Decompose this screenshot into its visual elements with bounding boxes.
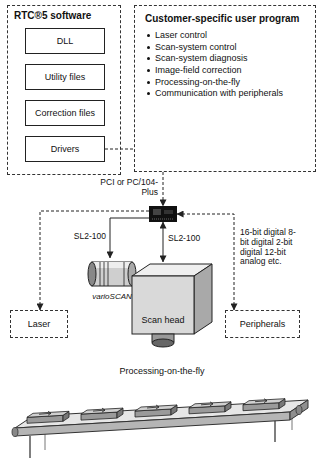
- node-text: DLL: [57, 36, 74, 47]
- caption-label: Processing-on-the-fly: [96, 366, 228, 376]
- node-text: Customer-specific user program: [145, 13, 307, 25]
- scan-head: Scan head: [128, 262, 216, 350]
- node-text: Scan head: [140, 315, 185, 326]
- software-box: Correction files: [25, 100, 105, 126]
- node-text: varioSCAN: [92, 292, 132, 302]
- software-box: Drivers: [25, 136, 105, 162]
- connector: [105, 149, 134, 150]
- motion-arrow: [93, 408, 105, 412]
- connector-label: 16-bit digital 8-bit digital 2-bit digit…: [240, 228, 300, 267]
- motion-arrow: [39, 411, 51, 415]
- node-text: Drivers: [51, 144, 80, 155]
- connector: [163, 172, 164, 206]
- software-box: DLL: [25, 28, 105, 54]
- workpiece: [135, 405, 177, 411]
- connector: [163, 222, 164, 262]
- bullet-item: Scan-system diagnosis: [145, 53, 307, 65]
- node-text: Laser: [28, 319, 51, 330]
- workpiece: [81, 408, 123, 414]
- connector-label: PCI or PC/104-Plus: [92, 178, 158, 198]
- node-text: Peripherals: [240, 319, 286, 330]
- connector-label: SL2-100: [70, 232, 106, 242]
- node-text: Utility files: [45, 72, 86, 83]
- user-program-box: Customer-specific user programLaser cont…: [134, 5, 316, 172]
- bullet-item: Processing-on-the-fly: [145, 77, 307, 89]
- control-card: [149, 206, 177, 222]
- node-text: Correction files: [35, 108, 95, 119]
- workpiece: [189, 402, 231, 408]
- workpiece: [27, 411, 69, 417]
- software-group: RTC®5 softwareDLL Utility filesCorrection…: [7, 5, 121, 175]
- software-box: Utility files: [25, 64, 105, 90]
- node-text: RTC®5 software: [14, 10, 114, 22]
- bullet-item: Scan-system control: [145, 42, 307, 54]
- bullet-item: Image-field correction: [145, 65, 307, 77]
- bullet-item: Communication with peripherals: [145, 88, 307, 100]
- motion-arrow: [147, 405, 159, 409]
- connector-label: SL2-100: [168, 234, 208, 244]
- motion-arrow: [201, 402, 213, 406]
- peripherals-box: Peripherals: [225, 310, 300, 338]
- connector: [110, 218, 149, 258]
- bullet-item: Laser control: [145, 30, 307, 42]
- motion-arrow: [255, 399, 267, 403]
- workpiece: [243, 399, 285, 405]
- laser-box: Laser: [10, 310, 68, 338]
